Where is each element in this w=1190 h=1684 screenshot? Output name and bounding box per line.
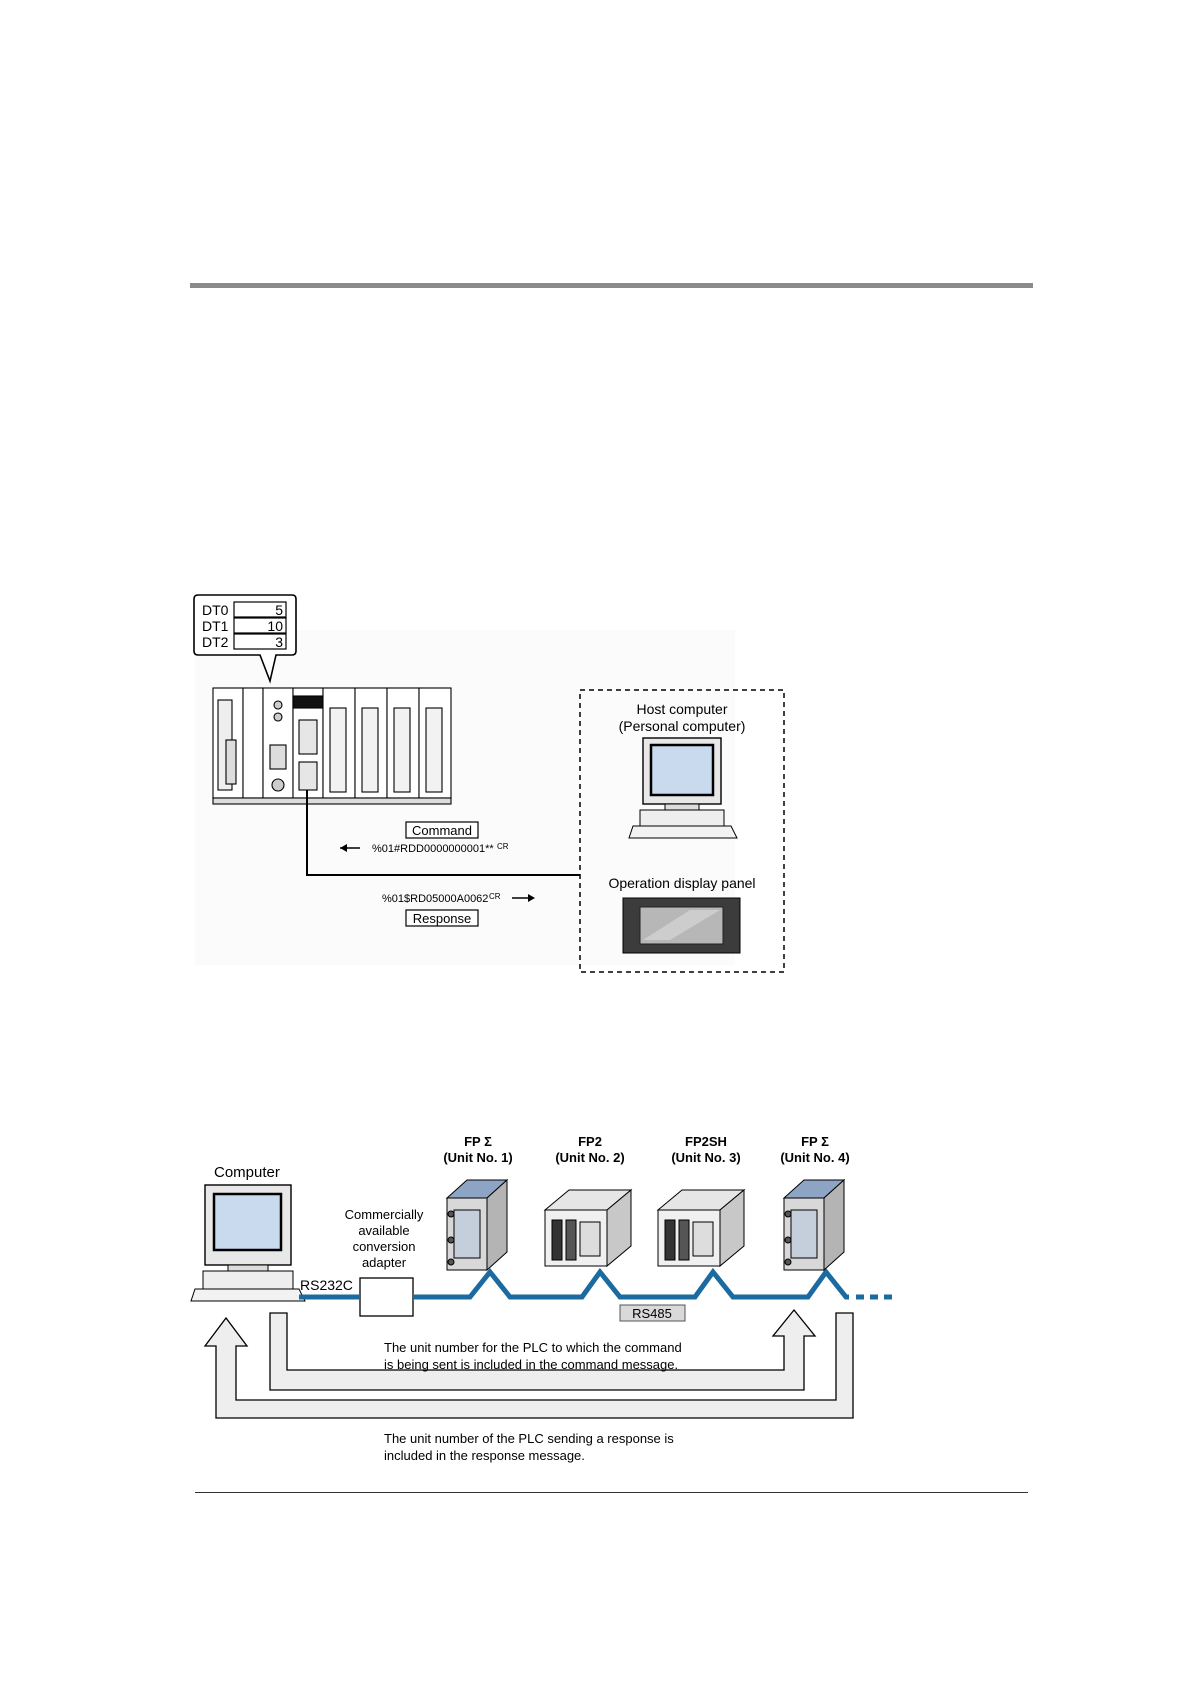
computer-icon — [190, 1184, 306, 1302]
command-note-line2: is being sent is included in the command… — [384, 1357, 678, 1372]
command-note-line1: The unit number for the PLC to which the… — [384, 1340, 682, 1355]
reg-value-0: 5 — [275, 602, 283, 618]
plc-rack — [212, 687, 452, 805]
unit-2-number: (Unit No. 2) — [555, 1150, 624, 1165]
footer-rule — [195, 1492, 1028, 1493]
reg-name-2: DT2 — [202, 634, 229, 650]
adapter-label-line2: available — [358, 1223, 409, 1238]
computer-label: Computer — [214, 1164, 280, 1181]
reg-name-0: DT0 — [202, 602, 229, 618]
host-computer-label: Host computer — [636, 701, 727, 717]
command-flow-arrow-icon — [269, 1308, 817, 1391]
command-label: Command — [412, 823, 472, 838]
plc-connection-line — [306, 790, 580, 876]
plc-unit-4-icon — [782, 1178, 846, 1272]
command-arrow-icon — [340, 844, 347, 852]
reg-value-1: 10 — [267, 618, 283, 634]
response-flow-arrow-icon — [203, 1312, 854, 1419]
adapter-label-line1: Commercially — [345, 1207, 424, 1222]
adapter-label-line3: conversion — [353, 1239, 416, 1254]
unit-2-model: FP2 — [578, 1134, 602, 1149]
unit-4-model: FP Σ — [801, 1134, 829, 1149]
command-message: %01#RDD0000000001** — [372, 843, 494, 855]
header-rule — [190, 283, 1033, 288]
response-note-line2: included in the response message. — [384, 1448, 585, 1463]
reg-name-1: DT1 — [202, 618, 229, 634]
command-cr-mark: CR — [497, 842, 509, 851]
operation-panel-label: Operation display panel — [608, 875, 755, 891]
plc-unit-1-icon — [445, 1178, 509, 1272]
reg-value-2: 3 — [275, 634, 283, 650]
unit-1-number: (Unit No. 1) — [443, 1150, 512, 1165]
response-cr-mark: CR — [489, 892, 501, 901]
operation-panel-icon — [622, 897, 741, 954]
host-computer-icon — [628, 737, 738, 839]
unit-3-model: FP2SH — [685, 1134, 727, 1149]
response-message: %01$RD05000A0062 — [382, 893, 488, 905]
host-computer-sublabel: (Personal computer) — [619, 718, 746, 734]
rs485-bus — [413, 1267, 849, 1300]
plc-unit-2-icon — [543, 1188, 633, 1268]
rs485-label-box — [619, 1304, 686, 1322]
adapter-label-line4: adapter — [362, 1255, 407, 1270]
unit-4-number: (Unit No. 4) — [780, 1150, 849, 1165]
response-arrow-icon — [528, 894, 535, 902]
unit-1-model: FP Σ — [464, 1134, 492, 1149]
rs485-label: RS485 — [632, 1306, 672, 1321]
register-callout: DT0 DT1 DT2 5 10 3 — [193, 594, 297, 684]
plc-unit-3-icon — [656, 1188, 746, 1268]
command-box — [405, 821, 479, 839]
device-group-box — [579, 689, 785, 973]
rs232c-label: RS232C — [300, 1277, 353, 1293]
conversion-adapter-box — [359, 1277, 414, 1317]
response-label: Response — [413, 911, 472, 926]
response-box — [405, 909, 479, 927]
response-note-line1: The unit number of the PLC sending a res… — [384, 1431, 674, 1446]
unit-3-number: (Unit No. 3) — [671, 1150, 740, 1165]
